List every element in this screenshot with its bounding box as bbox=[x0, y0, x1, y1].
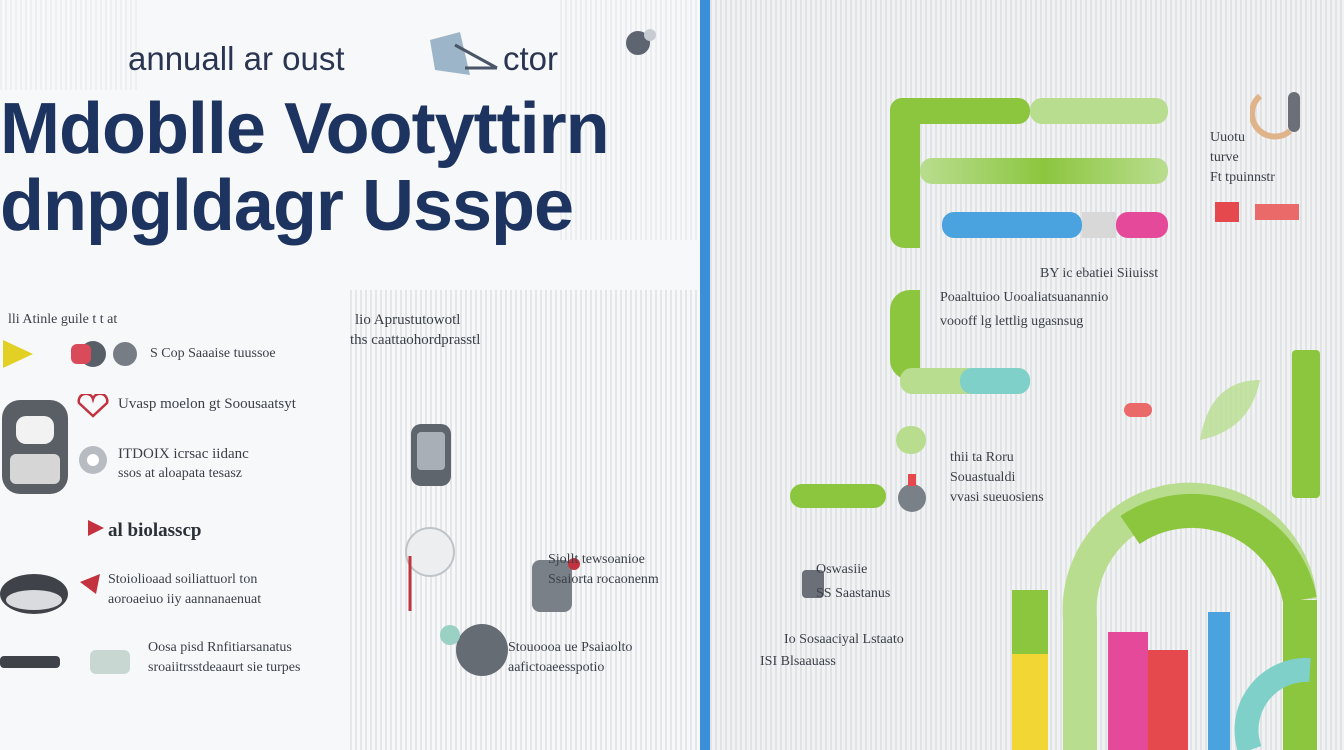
annotation-text: Uuotu bbox=[1210, 130, 1245, 145]
globe-icon bbox=[440, 624, 508, 676]
green-column bbox=[1292, 350, 1320, 498]
annotation-text: BY ic ebatiei Siiuisst bbox=[1040, 266, 1159, 281]
cup-icon bbox=[802, 570, 824, 598]
bullet-icon bbox=[88, 520, 104, 536]
phone-icon bbox=[411, 424, 451, 486]
cloud-icon bbox=[1124, 403, 1152, 417]
green-connector bbox=[890, 290, 920, 380]
annotation-text: ISI Blsaauass bbox=[760, 654, 836, 669]
list-item-text: ITDOIX icrsac iidanc bbox=[118, 446, 249, 462]
annotation-text: Ft tpuinnstr bbox=[1210, 170, 1275, 185]
pink-column bbox=[1108, 632, 1148, 750]
green-dot bbox=[896, 426, 926, 454]
annotation-text: voooff lg lettlig ugasnsug bbox=[940, 314, 1084, 329]
list-item-text: Sjollt tewsoanioe bbox=[548, 552, 645, 567]
list-item-heading: al biolasscp bbox=[108, 520, 202, 541]
light-green-bar bbox=[1030, 98, 1168, 124]
right-panel: Uuotu turve Ft tpuinnstr BY ic ebatiei S… bbox=[710, 0, 1344, 750]
list-item-text: S Cop Saaaise tuussoe bbox=[150, 346, 276, 361]
green-yellow-column bbox=[1012, 590, 1048, 750]
green-bar bbox=[920, 158, 1168, 184]
green-connector bbox=[890, 98, 920, 248]
annotation-text: SS Saastanus bbox=[816, 586, 891, 601]
list-item-text: lli Atinle guile t t at bbox=[8, 312, 118, 327]
teal-bar bbox=[960, 368, 1030, 394]
annotation-text: Io Sosaaciyal Lstaato bbox=[784, 632, 904, 647]
bulb-icon bbox=[898, 474, 926, 512]
list-item-text: ths caattaohordprasstl bbox=[350, 332, 481, 348]
blue-column bbox=[1208, 612, 1230, 750]
annotation-text: thii ta Roru bbox=[950, 450, 1014, 465]
heart-icon bbox=[77, 394, 109, 418]
list-item-text: aafictoaeesspotio bbox=[508, 660, 605, 675]
red-column bbox=[1148, 650, 1188, 750]
list-item-text: aoroaeiuo iiy aannanaenuat bbox=[108, 592, 262, 607]
kicker-text: annuall ar oust bbox=[128, 40, 345, 77]
blue-bar bbox=[942, 212, 1082, 238]
list-item-text: Ssaiorta rocaonenm bbox=[548, 572, 659, 587]
car-icon bbox=[0, 650, 130, 674]
flag-icon bbox=[1215, 202, 1299, 222]
camera-icon bbox=[532, 558, 580, 612]
list-item-text: Uvasp moelon gt Soousaatsyt bbox=[118, 396, 296, 412]
shoe-icon bbox=[0, 574, 100, 614]
green-bar bbox=[790, 484, 886, 508]
annotation-text: Souastualdi bbox=[950, 470, 1016, 485]
page-title-line2: dnpgldagr Usspe bbox=[0, 166, 574, 246]
list-item-text: sroaiitrsstdeaaurt sie turpes bbox=[148, 660, 301, 675]
panel-divider bbox=[700, 0, 710, 750]
kicker-right-text: ctor bbox=[503, 40, 559, 77]
list-item-text: Oosa pisd Rnfitiarsanatus bbox=[148, 640, 292, 655]
lock-icon bbox=[2, 400, 68, 494]
annotation-text: vvasi sueuosiens bbox=[950, 490, 1044, 505]
magnet-icon bbox=[1250, 92, 1300, 140]
annotation-text: Poaaltuioo Uooaliatsuanannio bbox=[940, 290, 1109, 305]
list-item-text: ssos at aloapata tesasz bbox=[118, 466, 243, 481]
left-panel: annuall ar oust ctor Mdoblle Vootyttirn … bbox=[0, 0, 700, 750]
annotation-text: turve bbox=[1210, 150, 1239, 165]
ring-chart bbox=[1062, 482, 1317, 750]
hatch-texture bbox=[0, 0, 140, 90]
leaf-icon bbox=[1200, 380, 1260, 440]
hatch-texture bbox=[350, 290, 700, 750]
page-title-line1: Mdoblle Vootyttirn bbox=[0, 89, 610, 169]
tag-icon bbox=[3, 340, 137, 368]
clock-icon bbox=[405, 527, 455, 611]
list-item-text: Stoiolioaad soiliattuorl ton bbox=[108, 572, 258, 587]
pink-bar bbox=[1116, 212, 1168, 238]
wrench-icon bbox=[430, 32, 498, 75]
gear-icon bbox=[79, 446, 107, 474]
gray-bar bbox=[1082, 212, 1116, 238]
list-item-text: lio Aprustutowotl bbox=[355, 312, 461, 328]
annotation-text: Oswasiie bbox=[816, 562, 868, 577]
gear-icon bbox=[626, 29, 656, 55]
list-item-text: Stouoooa ue Psaiaolto bbox=[508, 640, 633, 655]
